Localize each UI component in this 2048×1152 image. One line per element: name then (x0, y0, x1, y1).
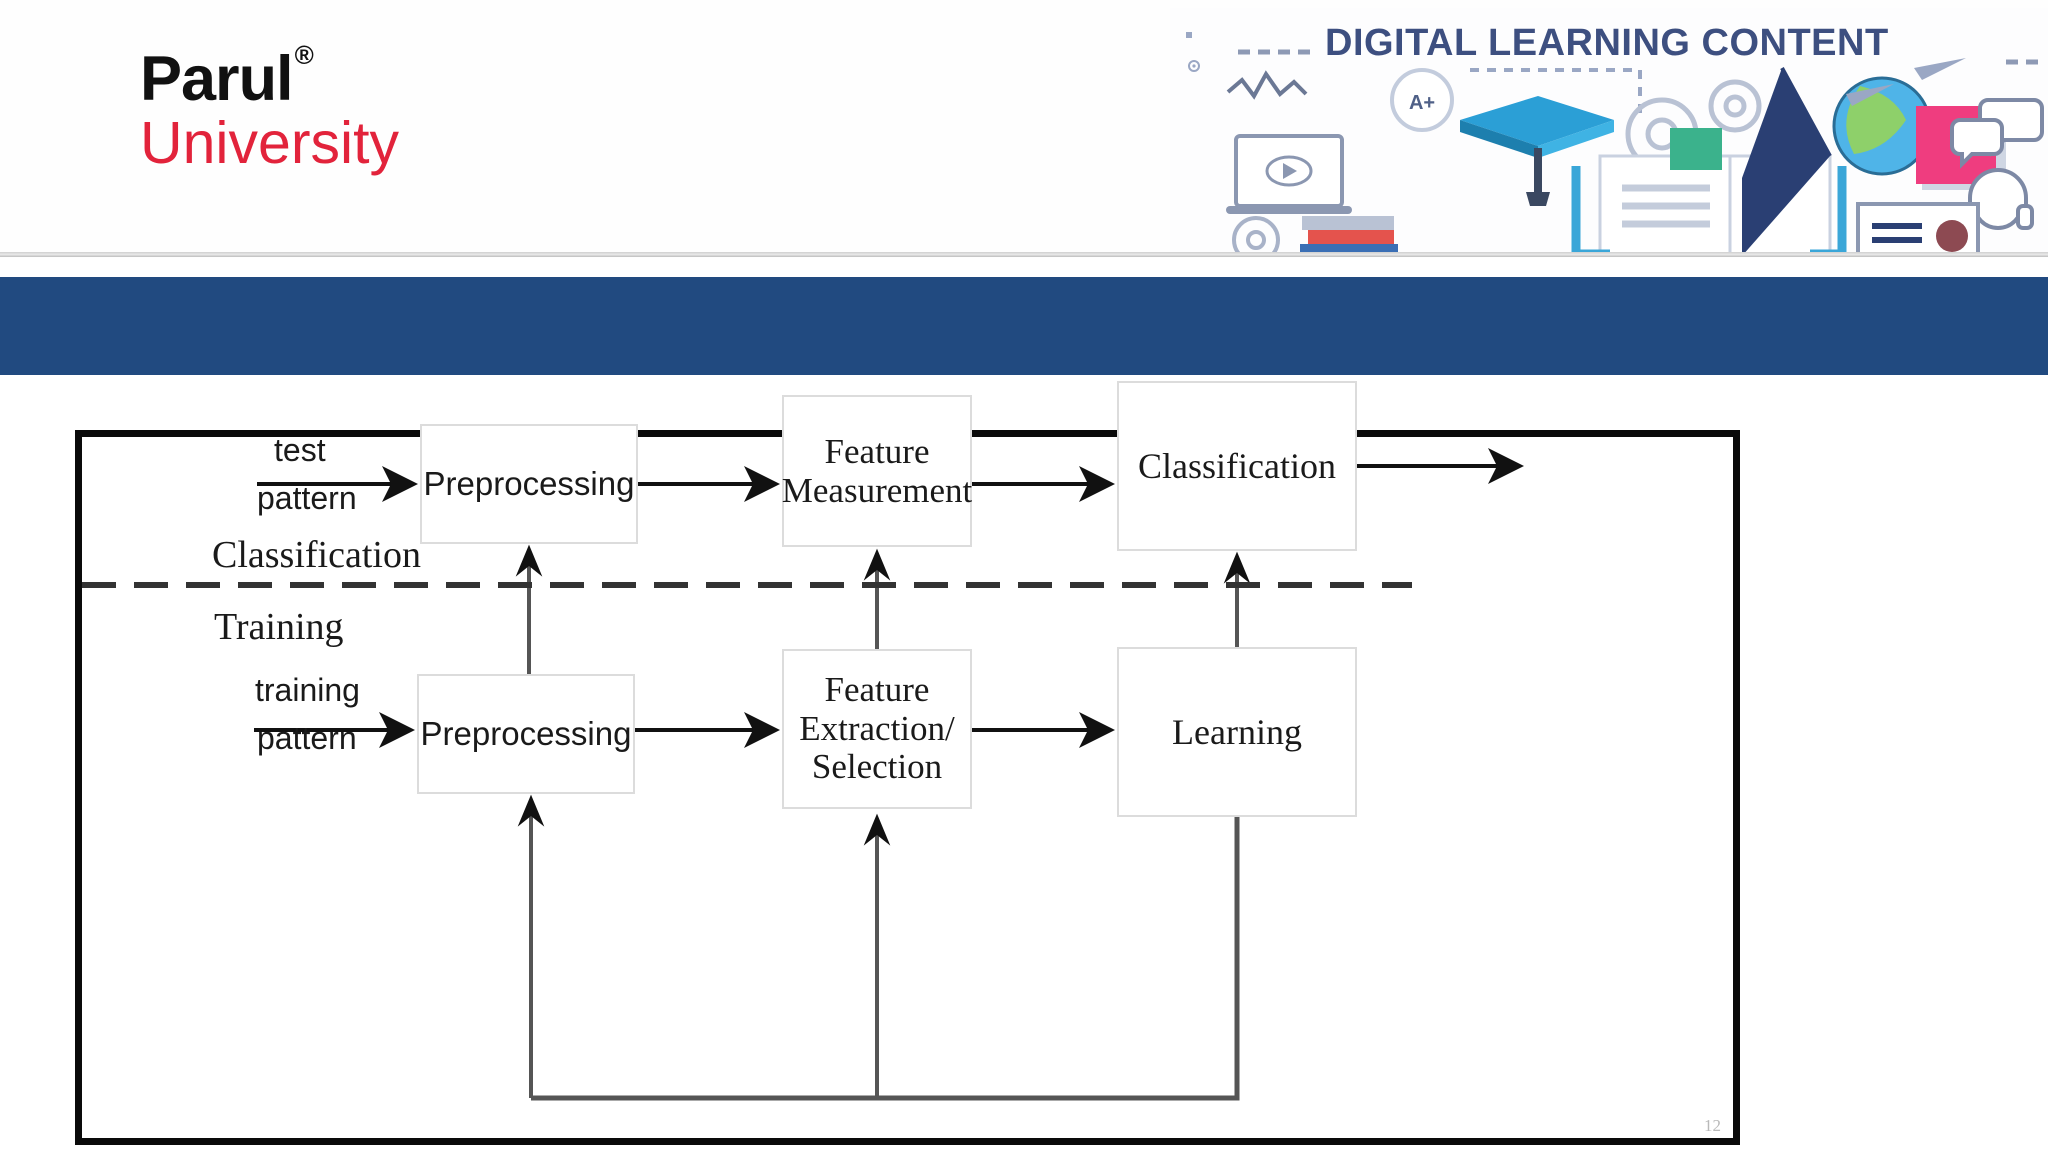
graduation-cap-icon (1460, 96, 1614, 206)
label-test-pattern-line1: test (274, 432, 326, 468)
header-divider (0, 252, 2048, 257)
globe-icon (1832, 76, 1932, 176)
dashed-connector-icon (1470, 68, 1642, 118)
node-learning[interactable]: Learning (1117, 647, 1357, 817)
node-label-line3: Selection (811, 747, 943, 787)
banner-illustration: A+ (1186, 32, 2044, 253)
node-label-multiline: Feature Measurement (782, 432, 972, 510)
university-logo: Parul® University (140, 42, 560, 176)
svg-text:A+: A+ (1409, 92, 1435, 114)
node-label: Classification (1138, 446, 1336, 486)
open-book-icon (1598, 67, 1832, 253)
logo-primary-text: Parul (140, 44, 294, 114)
node-label-line2: Extraction/ (799, 708, 955, 748)
page-number: 12 (1704, 1116, 1721, 1135)
digital-learning-banner: DIGITAL LEARNING CONTENT (1170, 8, 2048, 253)
node-feature-extraction-selection[interactable]: Feature Extraction/ Selection (782, 649, 972, 809)
label-training-pattern-line2: pattern (257, 720, 357, 756)
node-feature-measurement[interactable]: Feature Measurement (782, 395, 972, 547)
laptop-video-icon (1226, 134, 1352, 214)
edge-feedback-bus (531, 817, 1240, 1101)
decorative-dots-icon (1186, 32, 1200, 72)
node-label-line1: Feature (824, 431, 930, 471)
diagram-connectors (82, 448, 1524, 1101)
node-classification[interactable]: Classification (1117, 381, 1357, 551)
stack-of-books-icon (1300, 216, 1398, 253)
chat-bubbles-icon (1950, 98, 2044, 169)
node-label: Learning (1172, 712, 1302, 752)
node-label: Preprocessing (423, 465, 635, 502)
registered-trademark-icon: ® (294, 40, 314, 70)
node-label-line1: Feature (824, 670, 930, 710)
label-section-training: Training (214, 606, 344, 648)
diagram-frame: Preprocessing Feature Measurement Classi… (75, 381, 1740, 1145)
id-card-icon (1856, 202, 1980, 253)
node-label-line2: Measurement (781, 471, 973, 510)
book-frame-icon (1571, 166, 1847, 253)
node-label-multiline: Feature Extraction/ Selection (799, 671, 955, 787)
label-section-classification: Classification (212, 534, 421, 576)
slide-header: Parul® University DIGITAL LEARNING CONTE… (0, 0, 2048, 258)
gear-icon (1232, 216, 1280, 253)
logo-name-secondary: University (140, 110, 399, 176)
a-plus-grade-icon: A+ (1390, 68, 1454, 132)
label-training-pattern-line1: training (255, 672, 360, 708)
node-preprocessing-test[interactable]: Preprocessing (420, 424, 638, 544)
node-label: Preprocessing (420, 715, 632, 752)
banner-title: DIGITAL LEARNING CONTENT (1325, 22, 1889, 64)
diagram-canvas: Preprocessing Feature Measurement Classi… (82, 381, 1733, 1138)
wave-graph-icon (1226, 70, 1308, 100)
logo-name-primary: Parul® (140, 42, 314, 111)
label-test-pattern-line2: pattern (257, 480, 357, 516)
title-band (0, 277, 2048, 375)
node-preprocessing-training[interactable]: Preprocessing (417, 674, 635, 794)
paper-plane-icon (1846, 58, 1966, 106)
